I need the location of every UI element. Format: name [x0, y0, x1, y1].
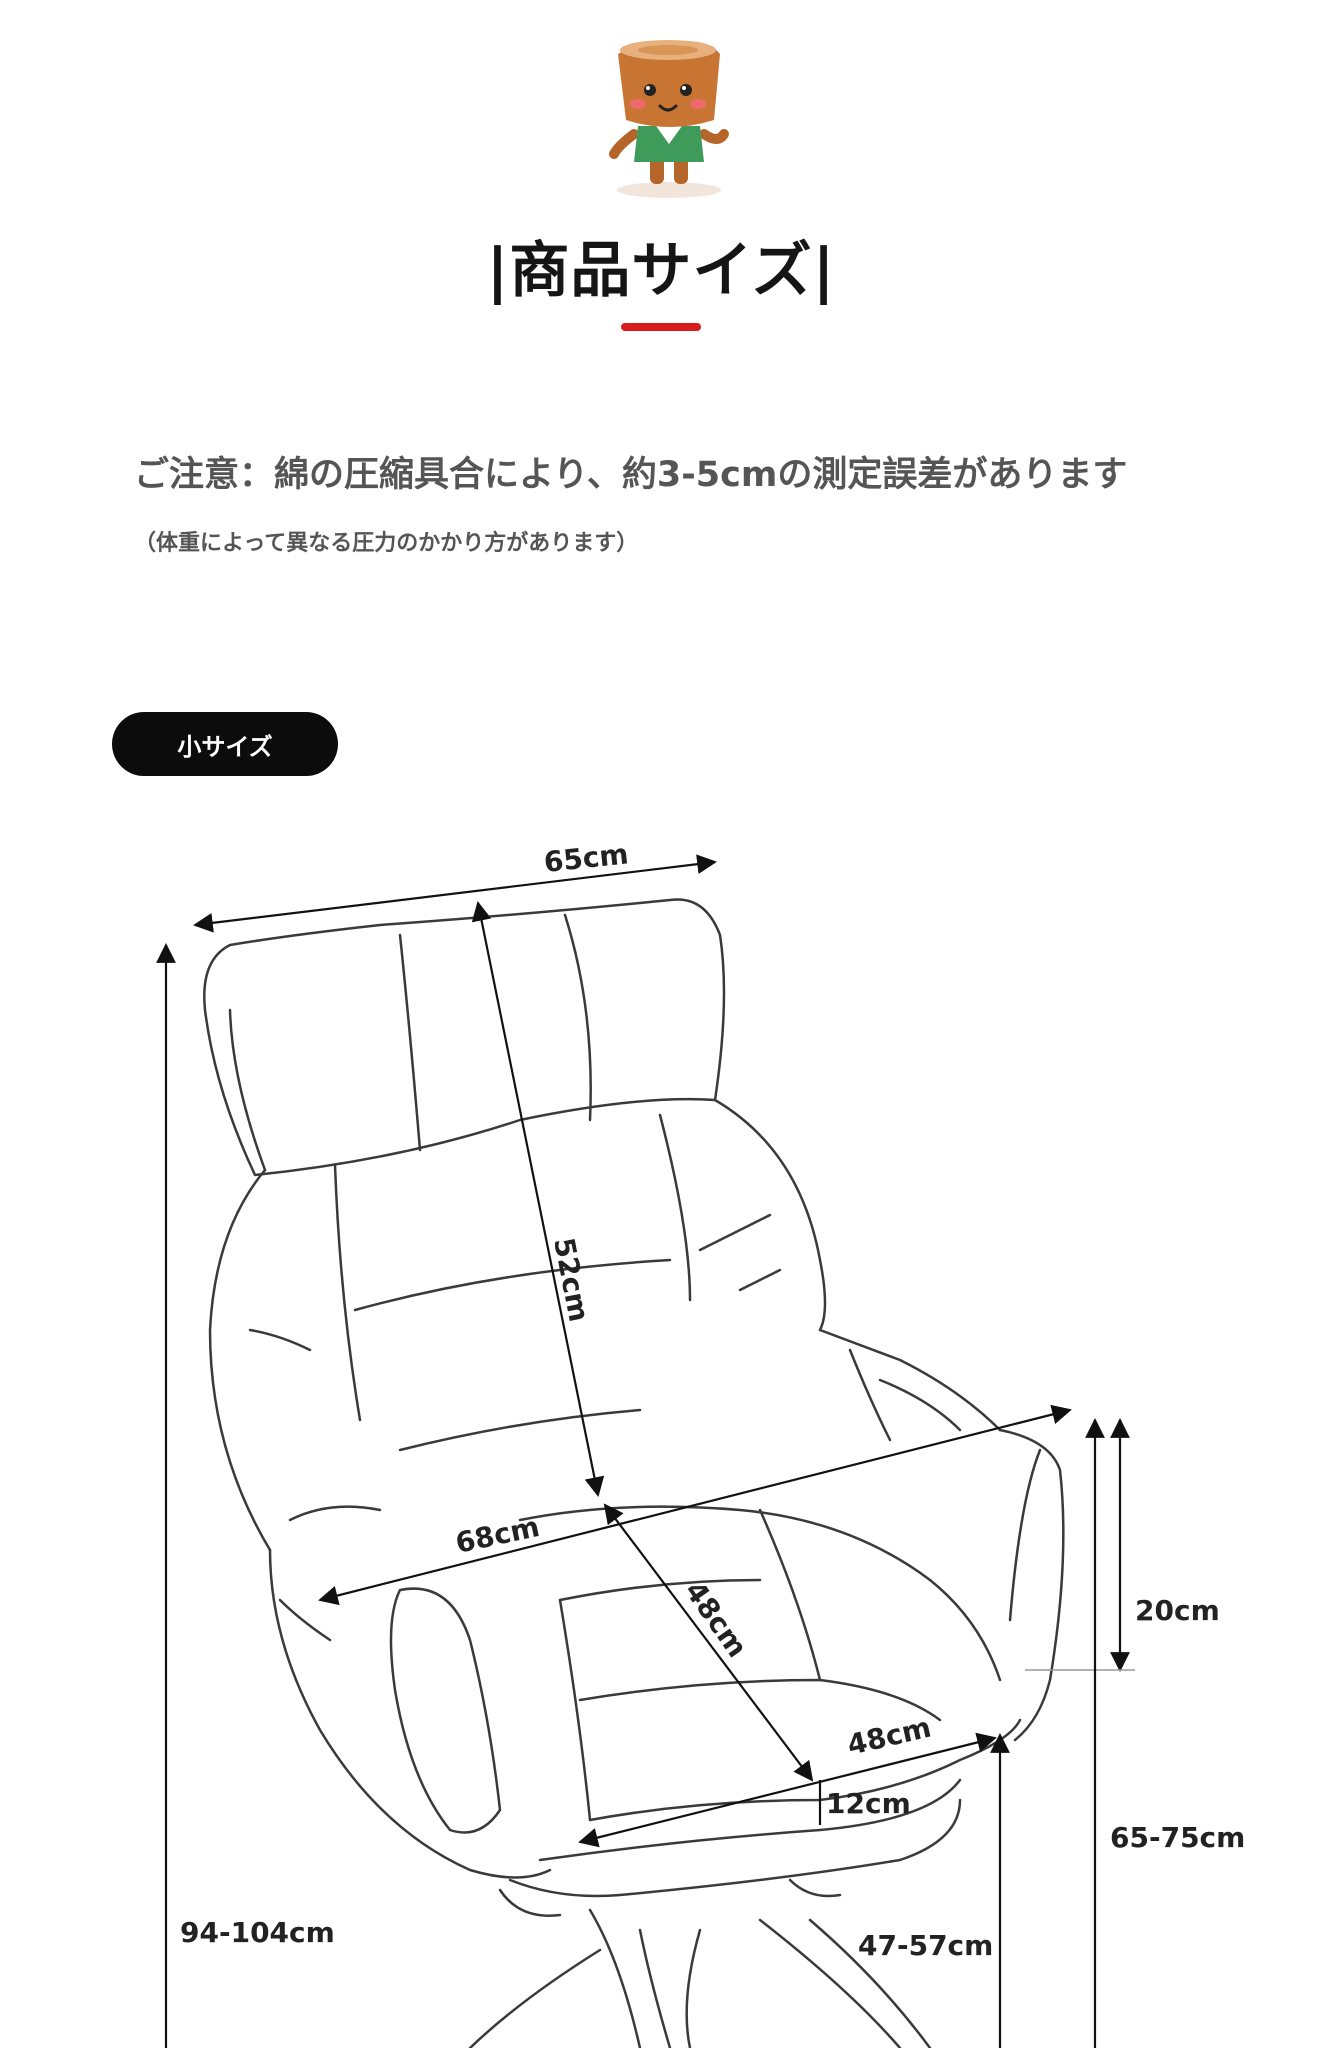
size-tab-small[interactable]: 小サイズ	[112, 712, 338, 776]
dim-total-height-label: 94-104cm	[180, 1916, 335, 1949]
dim-seat-depth-label: 48cm	[678, 1575, 754, 1663]
dim-seat-width-label: 68cm	[453, 1510, 543, 1560]
dim-cushion-thickness-label: 12cm	[826, 1787, 911, 1820]
chair-outline	[203, 898, 1065, 2048]
dimension-lines	[156, 854, 1135, 2048]
dim-armrest-height-label: 20cm	[1135, 1594, 1220, 1627]
size-tab-label: 小サイズ	[177, 732, 273, 761]
mascot-illustration	[609, 40, 729, 198]
dim-arm-ground-height-label: 65-75cm	[1110, 1821, 1245, 1854]
dim-width-top-label: 65cm	[542, 837, 630, 879]
dim-seat-front-width-label: 48cm	[844, 1711, 934, 1762]
notice-sub-text: （体重によって異なる圧力のかかり方があります）	[134, 531, 639, 556]
title-underline	[621, 323, 701, 331]
dim-seat-ground-height-label: 47-57cm	[858, 1929, 993, 1962]
page-title: |商品サイズ|	[486, 236, 836, 306]
notice-main-text: ご注意：綿の圧縮具合により、約3-5cmの測定誤差があります	[134, 455, 1128, 495]
